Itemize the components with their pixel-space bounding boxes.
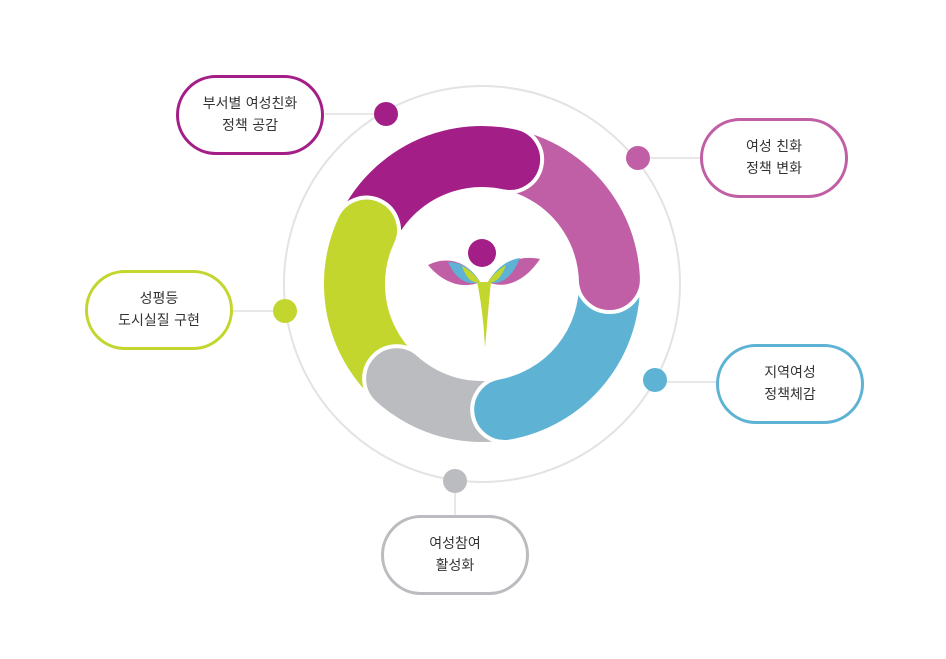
ring-segments — [319, 121, 644, 446]
dot-blue — [643, 368, 667, 392]
label-blue-line1: 지역여성 — [764, 365, 816, 381]
label-lime: 성평등 도시실질 구현 — [85, 270, 233, 350]
label-lime-line2: 도시실질 구현 — [118, 313, 200, 329]
dot-lime — [273, 299, 297, 323]
sprout-figure-icon — [428, 239, 540, 348]
label-purple-line2: 정책 공감 — [222, 118, 278, 134]
outer-ring — [283, 85, 681, 483]
label-pink: 여성 친화 정책 변화 — [700, 118, 848, 198]
label-pink-line2: 정책 변화 — [746, 161, 802, 177]
label-blue: 지역여성 정책체감 — [716, 344, 864, 424]
label-gray-line1: 여성참여 — [429, 536, 481, 552]
label-purple: 부서별 여성친화 정책 공감 — [176, 75, 324, 155]
label-blue-line2: 정책체감 — [764, 387, 816, 403]
dot-purple — [374, 102, 398, 126]
ring-segment-blue — [470, 278, 644, 444]
dot-gray — [443, 469, 467, 493]
label-lime-line1: 성평등 — [139, 291, 179, 307]
label-purple-line1: 부서별 여성친화 — [202, 96, 298, 112]
dot-pink — [626, 146, 650, 170]
label-gray-line2: 활성화 — [435, 558, 475, 574]
label-pink-line1: 여성 친화 — [746, 139, 802, 155]
label-gray: 여성참여 활성화 — [381, 515, 529, 595]
